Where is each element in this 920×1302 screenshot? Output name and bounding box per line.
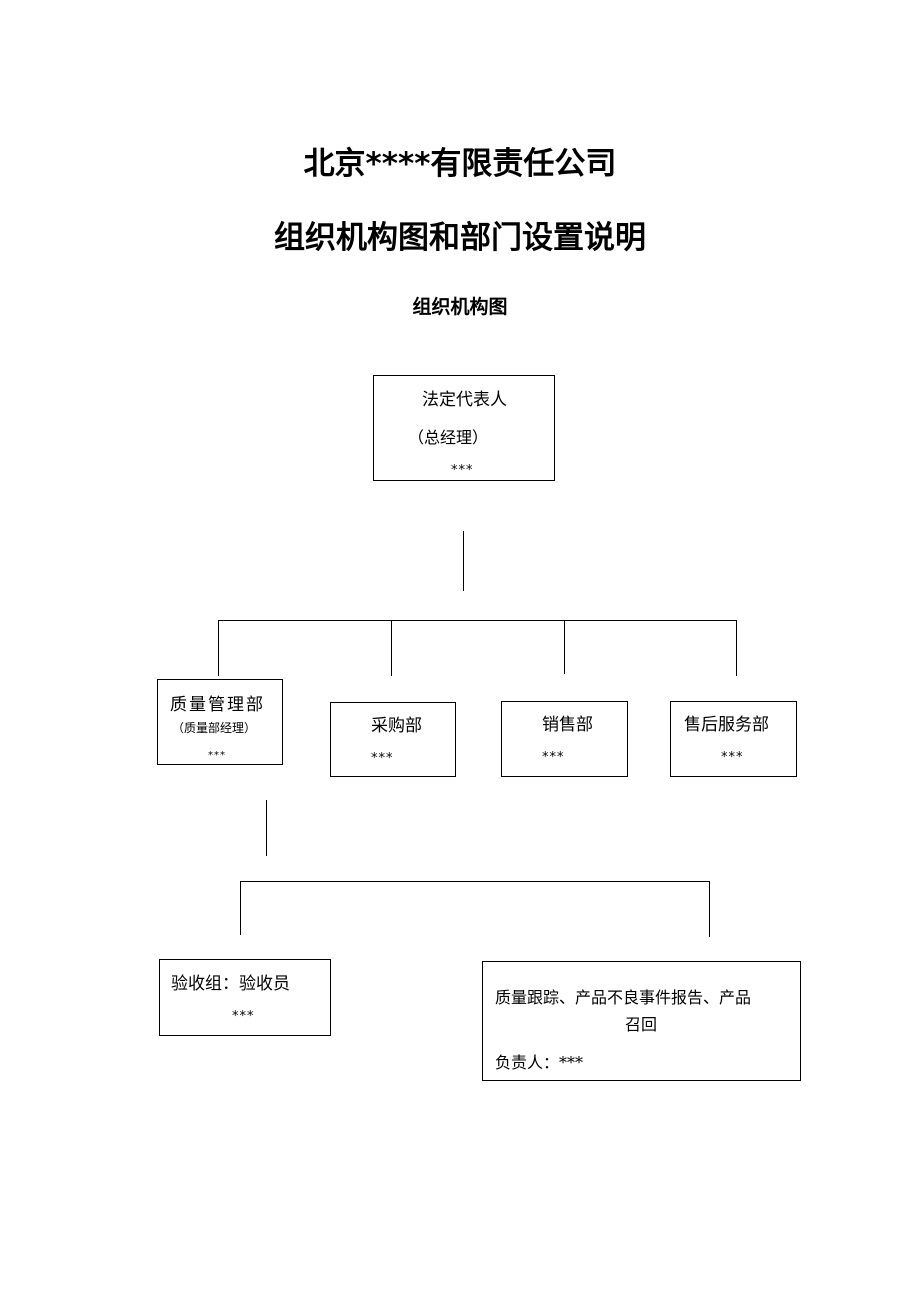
dept-aftersales-label: 售后服务部 [684, 715, 769, 735]
dept-box-aftersales: 售后服务部 *** [670, 701, 797, 777]
connector-dept-quality [218, 620, 219, 676]
root-person: *** [451, 463, 474, 478]
connector-dept-sales [564, 620, 565, 674]
subunit-inspection-label: 验收组：验收员 [171, 974, 290, 994]
connector-dept-purchase [391, 620, 392, 676]
dept-quality-sub-label: （质量部经理） [172, 721, 257, 735]
connector-subunit-bus [240, 881, 710, 882]
dept-purchase-person: *** [371, 751, 394, 766]
connector-quality-down [266, 800, 267, 856]
root-box-legal-representative: 法定代表人 （总经理） *** [373, 375, 555, 481]
subunit-tracking-label-line2: 召回 [625, 1015, 658, 1034]
connector-dept-aftersales [736, 620, 737, 676]
dept-sales-person: *** [542, 750, 565, 765]
connector-root-down [463, 531, 464, 591]
section-title: 组织机构图 [412, 296, 508, 318]
subunit-tracking-person: 负责人：*** [495, 1053, 584, 1072]
connector-subunit-tracking [709, 881, 710, 937]
connector-dept-bus [218, 620, 736, 621]
subunit-box-quality-tracking: 质量跟踪、产品不良事件报告、产品 召回 负责人：*** [482, 961, 801, 1081]
dept-quality-label: 质量管理部 [170, 695, 265, 715]
subunit-tracking-label-line1: 质量跟踪、产品不良事件报告、产品 [495, 988, 752, 1007]
root-sub-label: （总经理） [408, 428, 489, 447]
connector-subunit-inspection [240, 881, 241, 935]
dept-box-purchase: 采购部 *** [330, 702, 456, 777]
root-label: 法定代表人 [422, 390, 507, 410]
dept-purchase-label: 采购部 [371, 716, 422, 736]
subunit-inspection-person: *** [232, 1009, 255, 1024]
dept-quality-person: *** [208, 750, 226, 761]
dept-sales-label: 销售部 [542, 715, 593, 735]
dept-box-sales: 销售部 *** [501, 701, 628, 777]
document-title: 组织机构图和部门设置说明 [274, 220, 646, 256]
dept-aftersales-person: *** [721, 750, 744, 765]
dept-box-quality: 质量管理部 （质量部经理） *** [157, 679, 283, 765]
subunit-box-inspection: 验收组：验收员 *** [159, 959, 331, 1036]
company-title: 北京****有限责任公司 [303, 146, 617, 182]
